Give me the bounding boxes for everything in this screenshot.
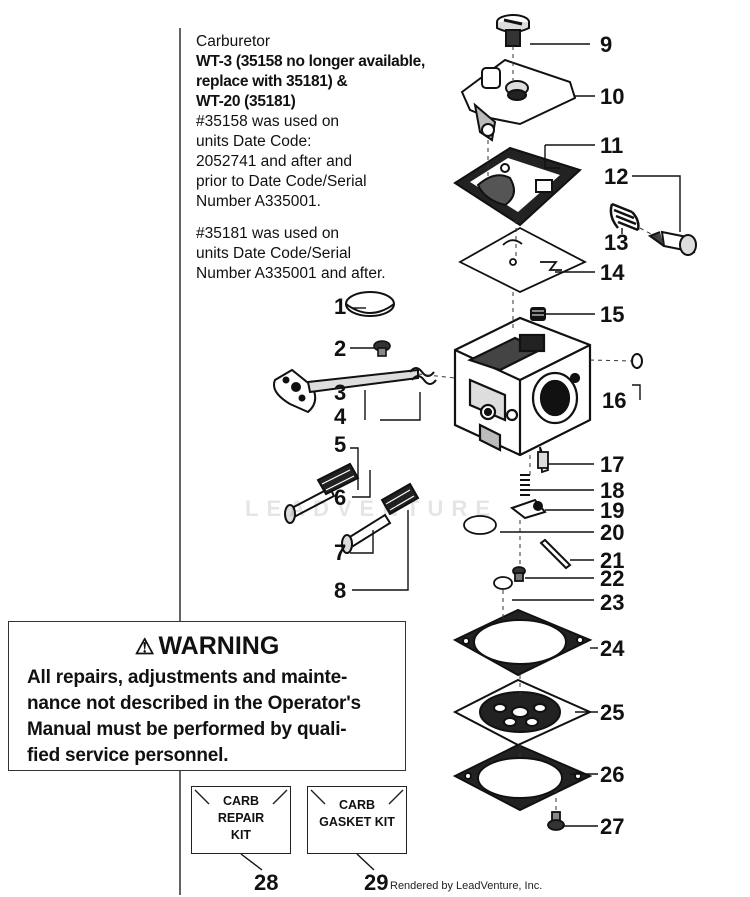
- part-4-spring: [409, 367, 437, 385]
- part-6-mixture-screw: [284, 462, 360, 524]
- repair-kit-line-2: REPAIR: [217, 811, 265, 825]
- callout-numbers: 1 2 3 4 5 6 7 8 9 10 11 12 13 14 15 16 1…: [254, 32, 628, 895]
- warning-title-text: WARNING: [158, 632, 280, 660]
- info-bold-line-2: replace with 35181) &: [196, 73, 348, 90]
- callout-17: 17: [600, 452, 624, 477]
- callout-5: 5: [334, 432, 346, 457]
- footer-credit: Rendered by LeadVenture, Inc.: [390, 880, 543, 892]
- callout-24: 24: [600, 636, 625, 661]
- callout-7: 7: [334, 540, 346, 565]
- part-23-washer: [493, 576, 513, 590]
- part-16-clip: [631, 353, 643, 369]
- carb-gasket-kit-box: CARB GASKET KIT: [307, 786, 407, 854]
- info-para2-line-3: Number A335001 and after.: [196, 265, 386, 282]
- gasket-kit-line-1: CARB: [338, 798, 376, 812]
- repair-kit-line-1: CARB: [222, 794, 260, 808]
- part-12-needle: [647, 230, 697, 256]
- callout-14: 14: [600, 260, 625, 285]
- info-heading: Carburetor: [196, 33, 271, 50]
- part-25-diaphragm: [452, 678, 593, 747]
- part-19-lever: [509, 498, 547, 520]
- part-20-disc: [463, 515, 497, 535]
- warning-line-1: All repairs, adjustments and mainte-: [27, 667, 348, 688]
- warning-line-3: Manual must be performed by quali-: [27, 719, 347, 740]
- callout-20: 20: [600, 520, 624, 545]
- callout-18: 18: [600, 478, 624, 503]
- part-8-mixture-screw: [341, 482, 420, 554]
- info-para1-line-1: #35158 was used on: [196, 113, 340, 130]
- alignment-lines: [417, 46, 663, 812]
- warning-triangle-icon: ⚠: [134, 634, 155, 659]
- throttle-shaft: [273, 368, 419, 414]
- part-26-cover-plate: [452, 743, 593, 812]
- callout-21: 21: [600, 548, 624, 573]
- callout-6: 6: [334, 485, 346, 510]
- callout-11: 11: [600, 133, 623, 158]
- warning-text: All repairs, adjustments and mainte- nan…: [9, 661, 405, 769]
- part-2-screw: [373, 340, 391, 357]
- callout-2: 2: [334, 336, 346, 361]
- warning-line-2: nance not described in the Operator's: [27, 693, 361, 714]
- callout-27: 27: [600, 814, 624, 839]
- part-15-screen: [530, 307, 546, 321]
- info-para2-line-1: #35181 was used on: [196, 225, 340, 242]
- callout-8: 8: [334, 578, 346, 603]
- carb-repair-kit-box: CARB REPAIR KIT: [191, 786, 291, 854]
- callout-4: 4: [334, 404, 347, 429]
- part-17-needle-valve: [537, 446, 550, 474]
- info-para2-line-2: units Date Code/Serial: [196, 245, 352, 262]
- part-24-gasket: [452, 608, 593, 677]
- watermark: LEADVENTURE: [245, 496, 499, 521]
- callout-12: 12: [604, 164, 628, 189]
- part-21-pin: [539, 538, 572, 570]
- callout-29: 29: [364, 870, 388, 895]
- callout-1: 1: [334, 294, 346, 319]
- part-10-cover: [460, 58, 577, 142]
- callout-19: 19: [600, 498, 624, 523]
- kit-box-corners: [310, 789, 403, 804]
- carburetor-body: [453, 316, 592, 457]
- callout-16: 16: [602, 388, 626, 413]
- gasket-kit-line-2: GASKET KIT: [319, 815, 395, 829]
- part-22-screw: [512, 566, 526, 582]
- callout-3: 3: [334, 380, 346, 405]
- callout-25: 25: [600, 700, 624, 725]
- callout-28: 28: [254, 870, 278, 895]
- part-11-plate: [453, 146, 582, 227]
- part-1-disc: [345, 291, 395, 317]
- callout-22: 22: [600, 566, 624, 591]
- callout-26: 26: [600, 762, 624, 787]
- part-27-screw: [547, 811, 565, 831]
- part-13-spring: [609, 202, 640, 232]
- callout-15: 15: [600, 302, 624, 327]
- carburetor-info: Carburetor WT-3 (35158 no longer availab…: [196, 32, 496, 284]
- warning-title: ⚠WARNING: [9, 632, 405, 661]
- info-para1-line-3: 2052741 and after and: [196, 153, 352, 170]
- warning-box: ⚠WARNING All repairs, adjustments and ma…: [8, 621, 406, 771]
- part-14-gasket: [458, 226, 588, 293]
- repair-kit-line-3: KIT: [230, 828, 252, 842]
- callout-10: 10: [600, 84, 624, 109]
- info-bold-line-1: WT-3 (35158 no longer available,: [196, 53, 426, 70]
- warning-line-4: fied service personnel.: [27, 745, 229, 766]
- info-para1-line-5: Number A335001.: [196, 193, 321, 210]
- callout-23: 23: [600, 590, 624, 615]
- info-para1-line-2: units Date Code:: [196, 133, 312, 150]
- info-bold-line-3: WT-20 (35181): [196, 93, 296, 110]
- kit-box-corners: [194, 789, 287, 804]
- part-9-screw: [496, 14, 530, 47]
- callout-13: 13: [604, 230, 628, 255]
- part-18-spring: [520, 474, 530, 496]
- callout-9: 9: [600, 32, 612, 57]
- leader-lines: [240, 43, 681, 871]
- info-para1-line-4: prior to Date Code/Serial: [196, 173, 367, 190]
